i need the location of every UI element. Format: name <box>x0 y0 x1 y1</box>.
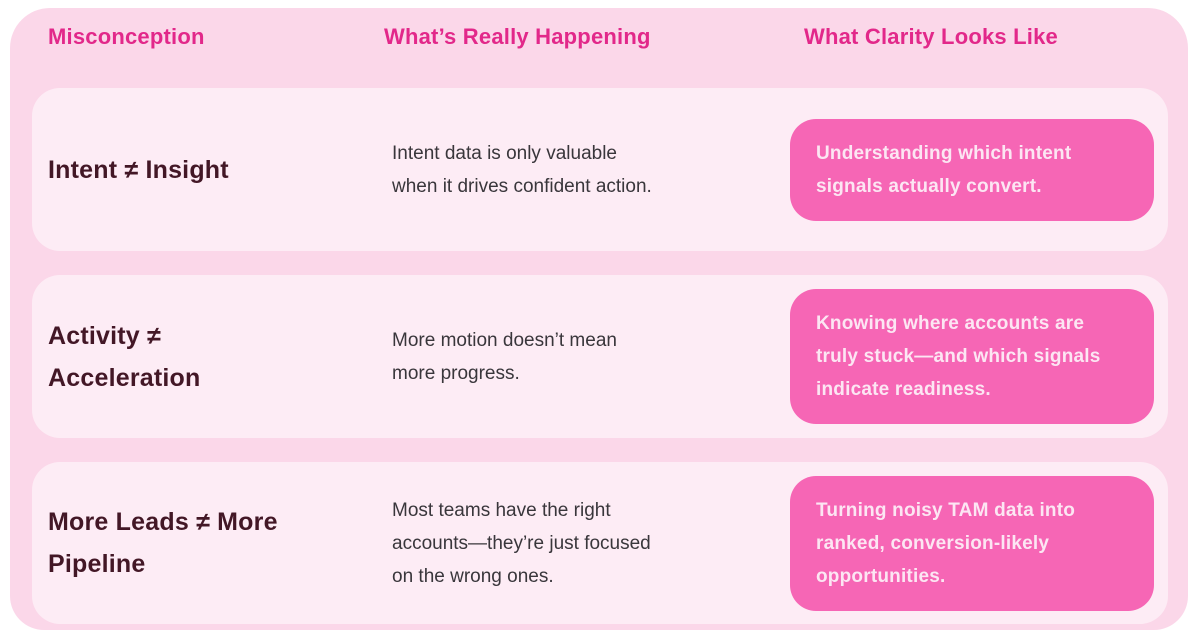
misconception-cell: Activity ≠ Acceleration <box>48 321 201 392</box>
clarity-cell: Understanding which intent signals actua… <box>816 142 1072 197</box>
table-row-more-leads: More Leads ≠ More Pipeline Most teams ha… <box>32 462 1168 624</box>
table-row-activity: Activity ≠ Acceleration More motion does… <box>32 275 1168 438</box>
clarity-cell: Knowing where accounts are truly stuck—a… <box>816 313 1101 400</box>
misconception-cell: More Leads ≠ More Pipeline <box>48 508 278 578</box>
reality-cell: More motion doesn’t mean more progress. <box>392 329 617 384</box>
table-header-row: Misconception What’s Really Happening Wh… <box>32 22 1168 52</box>
misconception-cell: Intent ≠ Insight <box>48 155 229 184</box>
clarity-callout: Knowing where accounts are truly stuck—a… <box>790 289 1154 424</box>
column-header-what-clarity-looks-like: What Clarity Looks Like <box>804 24 1058 49</box>
reality-cell: Intent data is only valuable when it dri… <box>392 142 652 197</box>
reality-cell: Most teams have the right accounts—they’… <box>392 499 651 587</box>
clarity-callout: Understanding which intent signals actua… <box>790 118 1154 221</box>
clarity-cell: Turning noisy TAM data into ranked, conv… <box>816 499 1076 587</box>
column-header-whats-really-happening: What’s Really Happening <box>384 24 651 49</box>
table-row-intent: Intent ≠ Insight Intent data is only val… <box>32 88 1168 251</box>
comparison-table: Misconception What’s Really Happening Wh… <box>10 8 1188 630</box>
column-header-misconception: Misconception <box>48 24 205 49</box>
clarity-callout: Turning noisy TAM data into ranked, conv… <box>790 475 1154 611</box>
